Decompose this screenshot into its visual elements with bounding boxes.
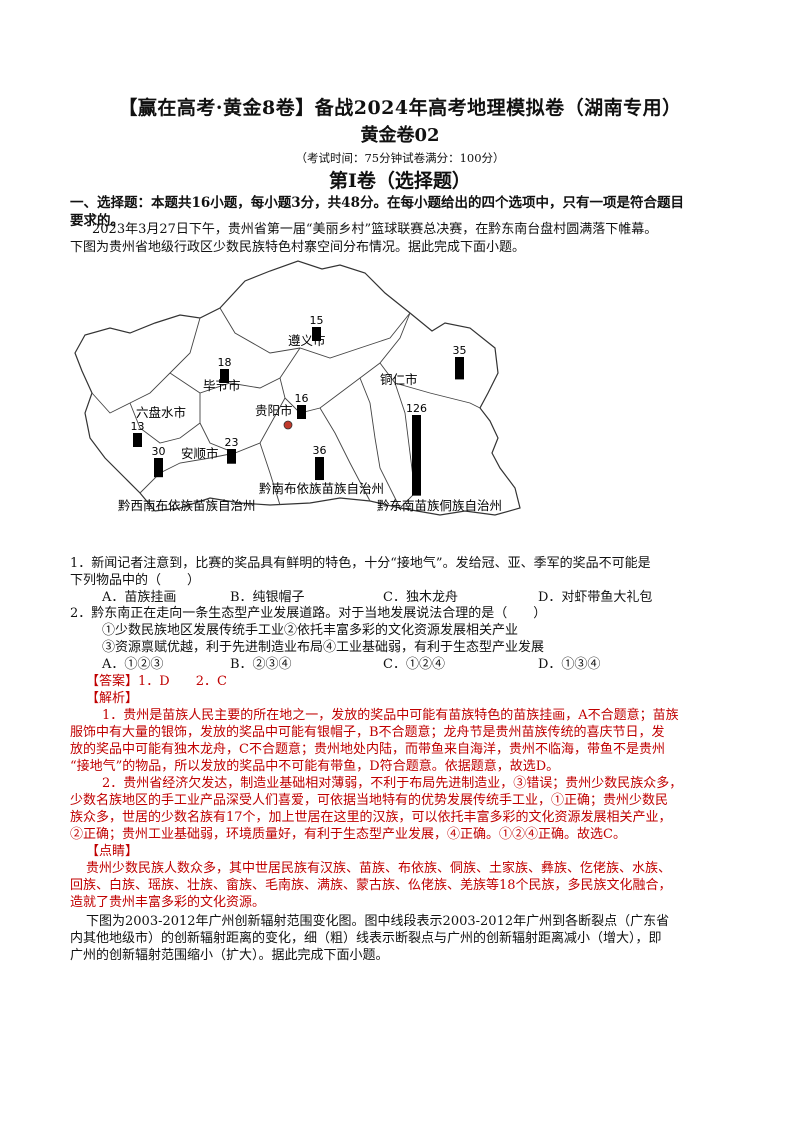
q1-option-d: D．对虾带鱼大礼包 (538, 590, 653, 605)
region-label-5: 黔东南苗族侗族自治州 (377, 498, 502, 513)
q1-option-a: A．苗族挂画 (102, 590, 177, 605)
bar-0 (312, 327, 321, 341)
q2-option-a: A．①②③ (102, 657, 164, 672)
tips-label: 【点睛】 (86, 844, 139, 859)
bar-7 (154, 458, 163, 478)
bar-8 (315, 457, 324, 481)
exam-info: （考试时间：75分钟试卷满分：100分） (295, 151, 505, 165)
analysis-p2-line2: 少数名族地区的手工业产品深受人们喜爱，可依据当地特有的优势发展传统手工业，①正确… (70, 793, 669, 808)
capital-marker-icon (283, 420, 293, 430)
passage1-line1: 2023年3月27日下午，贵州省第一届“美丽乡村”篮球联赛总决赛，在黔东南台盘村… (92, 222, 658, 237)
q2-option-d: D．①③④ (538, 657, 601, 672)
page-title: 【赢在高考·黄金8卷】备战2024年高考地理模拟卷（湖南专用） (118, 97, 682, 119)
region-label-4: 贵阳市 (255, 403, 293, 418)
volume-title: 第I卷（选择题） (329, 170, 471, 192)
bar-value-1: 18 (218, 356, 232, 369)
region-label-1: 毕节市 (203, 378, 241, 393)
bar-value-6: 23 (225, 436, 239, 449)
bar-value-5: 126 (406, 402, 427, 415)
bar-5 (412, 415, 421, 496)
region-label-0: 遵义市 (288, 333, 326, 348)
tips-line3: 造就了贵州丰富多彩的文化资源。 (70, 895, 266, 910)
region-label-8: 黔南布依族苗族自治州 (259, 481, 384, 496)
analysis-label: 【解析】 (86, 691, 139, 706)
province-outline (74, 260, 521, 516)
bar-6 (227, 449, 236, 464)
region-label-6: 安顺市 (181, 446, 219, 461)
analysis-p1-line4: “接地气”的物品，所以发放的奖品中不可能有带鱼，D符合题意。依据题意，故选D。 (70, 759, 560, 774)
analysis-p2-line4: ②正确；贵州工业基础弱，环境质量好，有利于生态型产业发展，④正确。①②④正确。故… (70, 827, 626, 842)
bar-value-7: 30 (152, 445, 166, 458)
analysis-p2-line3: 族众多，世居的少数名族有17个，加上世居在这里的汉族，可以依托丰富多彩的文化资源… (70, 810, 672, 825)
region-boundaries (91, 307, 481, 509)
paper-number: 黄金卷02 (360, 125, 440, 146)
passage2-line3: 广州的创新辐射范围缩小（扩大）。据此完成下面小题。 (70, 948, 389, 963)
q1-option-c: C．独木龙舟 (383, 590, 458, 605)
answer-label: 【答案】 (86, 674, 139, 689)
q1-stem-line1: 1．新闻记者注意到，比赛的奖品具有鲜明的特色，十分“接地气”。发给冠、亚、季军的… (70, 556, 651, 571)
q2-stem: 2．黔东南正在走向一条生态型产业发展道路。对于当地发展说法合理的是（ ） (70, 606, 547, 621)
answer-text: 1．D 2．C (138, 674, 227, 689)
passage1-line2: 下图为贵州省地级行政区少数民族特色村寨空间分布情况。据此完成下面小题。 (70, 240, 526, 255)
answer-block: 【答案】1．D 2．C (86, 674, 227, 690)
q2-item-line1: ①少数民族地区发展传统手工业②依托丰富多彩的文化资源发展相关产业 (102, 623, 519, 638)
bar-1 (220, 369, 229, 383)
analysis-p1-line3: 放的奖品中可能有独木龙舟，C不合题意；贵州地处内陆，而带鱼来自海洋，贵州不临海，… (70, 742, 665, 757)
tips-line2: 回族、白族、瑶族、壮族、畲族、毛南族、满族、蒙古族、仫佬族、羌族等18个民族，多… (70, 878, 672, 893)
analysis-p1-line1: 1．贵州是苗族人民主要的所在地之一，发放的奖品中可能有苗族特色的苗族挂画，A不合… (102, 708, 679, 723)
bar-value-2: 35 (453, 344, 467, 357)
bar-4 (297, 405, 306, 419)
bar-value-8: 36 (313, 444, 327, 457)
bar-value-3: 13 (131, 420, 145, 433)
region-label-7: 黔西南布依族苗族自治州 (118, 498, 256, 513)
section-heading-line1: 一、选择题：本题共16小题，每小题3分，共48分。在每小题给出的四个选项中，只有… (70, 195, 684, 211)
passage2-line1: 下图为2003-2012年广州创新辐射范围变化图。图中线段表示2003-2012… (86, 914, 670, 929)
section-heading-line2: 要求的。 (70, 213, 124, 229)
passage2-line2: 内其他地级市）的创新辐射距离的变化，细（粗）线表示断裂点与广州的创新辐射距离减小… (70, 931, 662, 946)
bar-2 (455, 357, 464, 380)
region-label-3: 六盘水市 (136, 405, 186, 420)
q1-option-b: B．纯银帽子 (230, 590, 305, 605)
analysis-p1-line2: 服饰中有大量的银饰，发放的奖品中可能有银帽子，B不合题意；龙舟节是贵州苗族传统的… (70, 725, 665, 740)
region-label-2: 铜仁市 (380, 372, 418, 387)
bar-3 (133, 433, 142, 447)
q1-stem-line2: 下列物品中的（ ） (70, 573, 201, 588)
q2-item-line2: ③资源禀赋优越，利于先进制造业布局④工业基础弱，有利于生态型产业发展 (102, 640, 545, 655)
q2-option-b: B．②③④ (230, 657, 292, 672)
value-bars: 15 18 35 13 16 126 23 30 36 (131, 314, 467, 496)
bar-value-0: 15 (310, 314, 324, 327)
tips-line1: 贵州少数民族人数众多，其中世居民族有汉族、苗族、布依族、侗族、土家族、彝族、仡佬… (86, 861, 672, 876)
q2-option-c: C．①②④ (383, 657, 445, 672)
analysis-p2-line1: 2．贵州省经济欠发达，制造业基础相对薄弱，不利于布局先进制造业，③错误；贵州少数… (102, 776, 683, 791)
bar-value-4: 16 (295, 392, 309, 405)
